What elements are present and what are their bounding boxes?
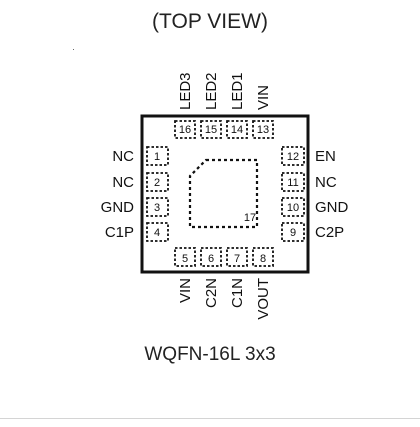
pin-name-1: NC <box>112 148 134 165</box>
pin-pad-11 <box>281 172 305 192</box>
pin-number-5: 5 <box>182 253 188 265</box>
pin-name-12: EN <box>315 148 336 165</box>
pin-pad-6 <box>200 247 222 267</box>
divider <box>0 418 420 419</box>
pin-name-14: LED1 <box>229 72 246 110</box>
pin-pad-12 <box>281 146 305 166</box>
exposed-pad-number: 17 <box>244 212 256 224</box>
pin-number-13: 13 <box>257 124 269 136</box>
package-label: WQFN-16L 3x3 <box>144 344 276 365</box>
pin-pad-2 <box>146 172 169 192</box>
pin-name-6: C2N <box>203 278 220 308</box>
pin-number-15: 15 <box>205 124 217 136</box>
pin-number-12: 12 <box>287 151 299 163</box>
pin-number-10: 10 <box>287 202 299 214</box>
pin-pad-1 <box>146 146 169 166</box>
pin-pad-13 <box>252 120 274 139</box>
pin-name-11: NC <box>315 174 337 191</box>
pin-number-16: 16 <box>179 124 191 136</box>
stray-dot <box>73 49 74 50</box>
pin-number-9: 9 <box>290 227 296 239</box>
exposed-pad <box>188 158 259 229</box>
pin-pad-15 <box>200 120 222 139</box>
pin-pad-16 <box>174 120 196 139</box>
view-label: (TOP VIEW) <box>152 10 268 33</box>
pin-name-3: GND <box>101 199 135 216</box>
pin-name-15: LED2 <box>203 72 220 110</box>
pin-pad-4 <box>146 222 169 242</box>
pin-number-7: 7 <box>234 253 240 265</box>
pin-name-4: C1P <box>105 224 134 241</box>
pin-name-8: VOUT <box>255 278 272 320</box>
pin-pad-14 <box>226 120 248 139</box>
pin-number-8: 8 <box>260 253 266 265</box>
pin-pad-8 <box>252 247 274 267</box>
pin-number-11: 11 <box>287 177 298 189</box>
pin-number-4: 4 <box>154 227 160 239</box>
pin-name-9: C2P <box>315 224 344 241</box>
pin-pad-7 <box>226 247 248 267</box>
pin-pad-9 <box>281 222 305 242</box>
pin-name-13: VIN <box>255 85 272 110</box>
package-body <box>140 114 310 274</box>
pin-name-16: LED3 <box>177 72 194 110</box>
pin-name-7: C1N <box>229 278 246 308</box>
pin-number-6: 6 <box>208 253 214 265</box>
pin-name-2: NC <box>112 174 134 191</box>
pin-pad-3 <box>146 197 169 217</box>
pin-name-5: VIN <box>177 278 194 303</box>
pin-pad-5 <box>174 247 196 267</box>
pin-number-14: 14 <box>231 124 243 136</box>
pin-number-1: 1 <box>154 151 160 163</box>
pin-number-2: 2 <box>154 177 160 189</box>
pin-name-10: GND <box>315 199 349 216</box>
pin-number-3: 3 <box>154 202 160 214</box>
pin-pad-10 <box>281 197 305 217</box>
